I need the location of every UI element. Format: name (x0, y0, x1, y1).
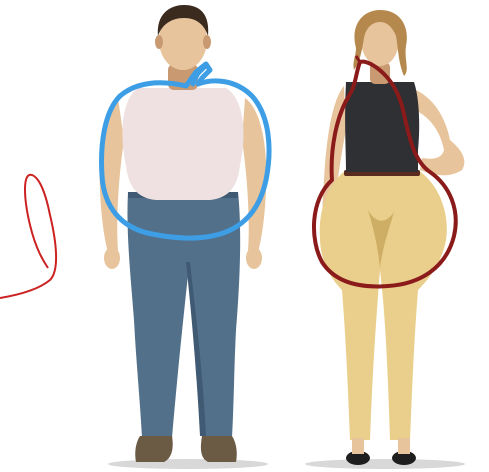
man-floor-shadow (108, 459, 268, 469)
woman-figure (305, 10, 465, 469)
woman-floor-shadow (305, 459, 465, 469)
woman-right-ankle (398, 438, 410, 454)
man-figure (100, 5, 269, 469)
man-right-ear (203, 35, 211, 49)
man-jeans (127, 192, 240, 438)
woman-pants (320, 170, 447, 440)
woman-left-ankle (352, 438, 364, 454)
man-left-ear (155, 35, 163, 49)
side-curve (0, 175, 56, 298)
man-left-hand (104, 247, 120, 269)
man-right-shoe (201, 436, 237, 462)
man-right-hand (246, 247, 262, 269)
man-shirt (122, 88, 243, 200)
man-left-shoe (135, 436, 173, 462)
